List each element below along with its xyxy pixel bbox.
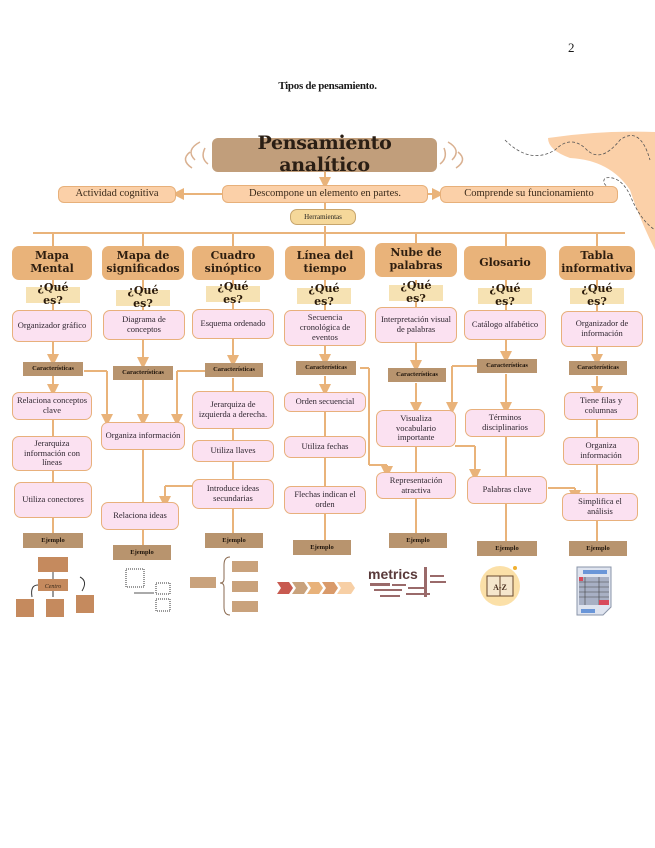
spreadsheet-document-icon: [576, 566, 612, 616]
example-tag: Ejemplo: [477, 541, 537, 556]
definition-box: Organizador de información: [561, 311, 643, 347]
question-label: ¿Qué es?: [206, 281, 260, 306]
feature-box: Utiliza conectores: [14, 482, 92, 518]
feature-box: Orden secuencial: [284, 392, 366, 412]
column-header: Línea del tiempo: [285, 246, 365, 280]
feature-box: Palabras clave: [467, 476, 547, 504]
feature-box: Jerarquiza de izquierda a derecha.: [192, 391, 274, 429]
column-header: Cuadro sinóptico: [192, 246, 274, 280]
example-tag: Ejemplo: [205, 533, 263, 548]
page-number: 2: [568, 40, 575, 55]
definition-box: Esquema ordenado: [192, 309, 274, 339]
feature-box: Relaciona conceptos clave: [12, 392, 92, 420]
characteristics-tag: Características: [23, 362, 83, 376]
column-header: Tabla informativa: [559, 246, 635, 280]
center-node: Descompone un elemento en partes.: [222, 185, 428, 203]
mind-map-sketch-icon: Centro: [16, 557, 94, 617]
characteristics-tag: Características: [477, 359, 537, 373]
feature-box: Simplifica el análisis: [562, 493, 638, 521]
column-header: Nube de palabras: [375, 243, 457, 277]
feature-box: Visualiza vocabulario importante: [376, 410, 456, 447]
flow-boxes-sketch-icon: [125, 568, 171, 612]
analytic-thinking-diagram: Pensamiento analítico Descompone un elem…: [0, 130, 655, 630]
brace-diagram-icon: [190, 556, 258, 616]
feature-box: Organiza información: [101, 422, 185, 450]
feature-box: Representación atractiva: [376, 472, 456, 499]
definition-box: Organizador gráfico: [12, 310, 92, 342]
feature-box: Flechas indican el orden: [284, 486, 366, 514]
example-tag: Ejemplo: [569, 541, 627, 556]
feature-box: Utiliza fechas: [284, 436, 366, 458]
column-header: Glosario: [464, 246, 546, 280]
feature-box: Tiene filas y columnas: [564, 392, 638, 420]
definition-box: Secuencia cronológica de eventos: [284, 310, 366, 346]
word-cloud-icon: metrics: [368, 566, 446, 597]
question-label: ¿Qué es?: [478, 283, 532, 308]
characteristics-tag: Características: [296, 361, 356, 375]
question-label: ¿Qué es?: [570, 283, 624, 308]
word-cloud-word: metrics: [368, 566, 418, 582]
definition-box: Catálogo alfabético: [464, 310, 546, 340]
definition-box: Interpretación visual de palabras: [375, 307, 457, 343]
example-tag: Ejemplo: [389, 533, 447, 548]
definition-box: Diagrama de conceptos: [103, 310, 185, 340]
column-header: Mapa Mental: [12, 246, 92, 280]
right-node: Comprende su funcionamiento: [440, 186, 618, 203]
document-title: Tipos de pensamiento.: [278, 80, 377, 92]
question-label: ¿Qué es?: [297, 283, 351, 308]
characteristics-tag: Características: [205, 363, 263, 377]
left-node: Actividad cognitiva: [58, 186, 176, 203]
question-label: ¿Qué es?: [116, 285, 170, 310]
column-header: Mapa de significados: [102, 246, 184, 280]
example-tag: Ejemplo: [23, 533, 83, 548]
tools-node: Herramientas: [290, 209, 356, 225]
example-center-label: Centro: [45, 584, 61, 590]
question-label: ¿Qué es?: [26, 282, 80, 307]
example-tag: Ejemplo: [113, 545, 171, 560]
book-text: A-Z: [493, 583, 507, 592]
characteristics-tag: Características: [388, 368, 446, 382]
characteristics-tag: Características: [569, 361, 627, 375]
example-tag: Ejemplo: [293, 540, 351, 555]
feature-box: Jerarquiza información con líneas: [12, 436, 92, 471]
feature-box: Términos disciplinarios: [465, 409, 545, 437]
question-label: ¿Qué es?: [389, 280, 443, 305]
feature-box: Organiza información: [563, 437, 639, 465]
characteristics-tag: Características: [113, 366, 173, 380]
feature-box: Utiliza llaves: [192, 440, 274, 462]
feature-box: Relaciona ideas: [101, 502, 179, 530]
chevron-timeline-icon: [277, 582, 355, 594]
feature-box: Introduce ideas secundarias: [192, 479, 274, 509]
a-z-book-icon: A-Z: [480, 566, 520, 606]
diagram-title: Pensamiento analítico: [212, 132, 437, 176]
